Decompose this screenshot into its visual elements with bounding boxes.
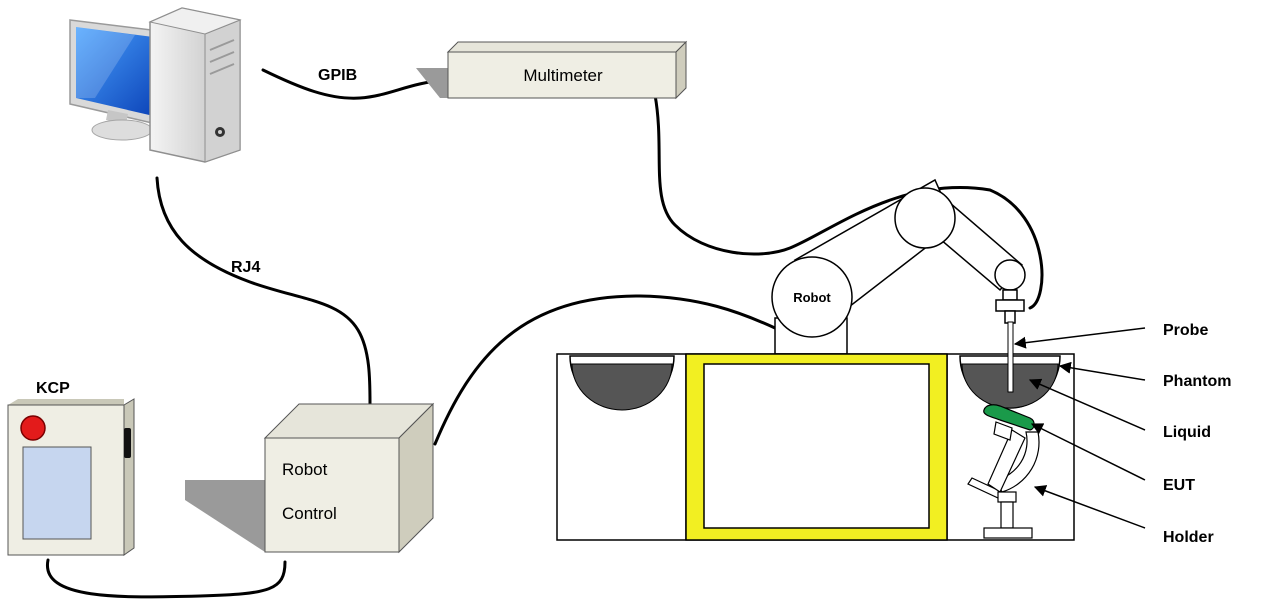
rj4-cable bbox=[155, 176, 372, 406]
holder-arrow bbox=[1033, 485, 1146, 529]
callout-arrows bbox=[1013, 327, 1146, 529]
probe bbox=[1007, 321, 1014, 393]
multimeter-label: Multimeter bbox=[523, 66, 603, 85]
phantom-arrow bbox=[1058, 361, 1146, 381]
phantom-label: Phantom bbox=[1163, 373, 1231, 390]
probe-label: Probe bbox=[1163, 322, 1208, 339]
probe-arrow bbox=[1013, 327, 1146, 349]
robot-control-label-line2: Control bbox=[282, 504, 337, 523]
multimeter bbox=[416, 40, 688, 100]
kcp-cable bbox=[46, 558, 287, 599]
eut-arrow bbox=[1030, 423, 1146, 481]
rj4-label: RJ4 bbox=[231, 259, 260, 276]
liquid-arrow bbox=[1028, 378, 1146, 431]
gpib-cable bbox=[261, 68, 450, 100]
control-to-robot-cable bbox=[433, 294, 777, 446]
kcp-label: KCP bbox=[36, 380, 70, 397]
gpib-label: GPIB bbox=[318, 67, 357, 84]
multimeter-to-robot-cable bbox=[653, 93, 1044, 310]
desktop-computer-icon bbox=[69, 7, 242, 163]
robot-control-box bbox=[185, 402, 435, 554]
holder-label: Holder bbox=[1163, 529, 1214, 546]
eut-label: EUT bbox=[1163, 477, 1195, 494]
measurement-table bbox=[556, 353, 1075, 541]
robot-label: Robot bbox=[793, 290, 831, 305]
robot-arm bbox=[771, 178, 1026, 355]
table-yellow-frame bbox=[685, 353, 948, 541]
cables bbox=[46, 68, 1044, 599]
kcp-pendant bbox=[7, 398, 135, 556]
liquid-label: Liquid bbox=[1163, 424, 1211, 441]
device-holder bbox=[967, 421, 1040, 539]
robot-control-label-line1: Robot bbox=[282, 460, 328, 479]
